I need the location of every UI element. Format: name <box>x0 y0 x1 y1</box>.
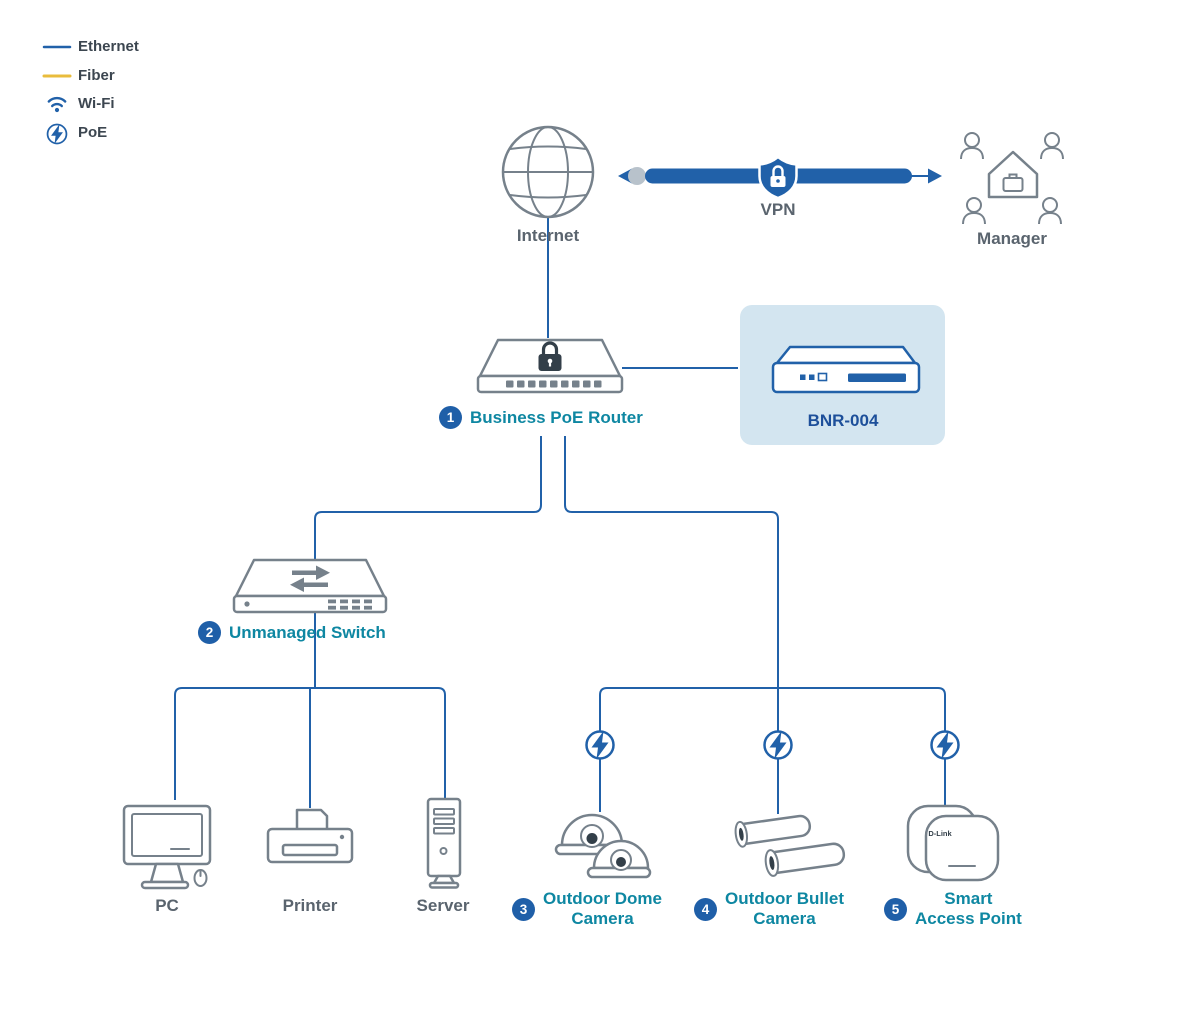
access-point-step-badge: 5 <box>884 897 907 921</box>
router-lock-icon <box>538 341 562 371</box>
printer-label: Printer <box>282 896 338 915</box>
legend-fiber-label: Fiber <box>78 67 115 84</box>
router-label-row: 1 Business PoE Router <box>439 406 643 429</box>
pc-icon <box>122 804 212 890</box>
dome-camera-label-row: 3 Outdoor Dome Camera <box>512 889 662 929</box>
poe-icon <box>930 730 960 760</box>
access-point-brand-label: D-Link <box>928 829 952 838</box>
bullet-camera-step-badge: 4 <box>694 897 717 921</box>
access-point-label-line1: Smart <box>944 889 993 908</box>
bnr-device-icon <box>771 345 921 394</box>
bnr-product-label: BNR-004 <box>807 411 879 430</box>
router-label: Business PoE Router <box>470 407 643 427</box>
poe-legend-icon <box>46 123 68 145</box>
bullet-camera-label-row: 4 Outdoor Bullet Camera <box>694 889 844 929</box>
access-point-icon: D-Link <box>906 804 1000 882</box>
internet-globe-icon <box>501 125 595 219</box>
internet-label: Internet <box>516 226 580 245</box>
router-step-badge: 1 <box>439 406 462 429</box>
poe-icon <box>585 730 615 760</box>
manager-person-icon <box>960 132 984 160</box>
dome-camera-step-badge: 3 <box>512 897 535 921</box>
poe-icon <box>763 730 793 760</box>
vpn-shield-lock-icon <box>758 155 798 200</box>
manager-person-icon <box>1040 132 1064 160</box>
dome-camera-label-line2: Camera <box>571 909 634 928</box>
switch-label: Unmanaged Switch <box>229 622 386 642</box>
vpn-label: VPN <box>760 200 796 219</box>
printer-icon <box>266 808 354 864</box>
bullet-camera-icon <box>734 814 846 877</box>
manager-person-icon <box>962 197 986 225</box>
switch-step-badge: 2 <box>198 621 221 644</box>
bullet-camera-label-line2: Camera <box>753 909 816 928</box>
poe-router-icon <box>476 338 624 394</box>
server-icon <box>426 797 462 889</box>
manager-icon <box>960 132 1064 225</box>
legend-ethernet-label: Ethernet <box>78 38 139 55</box>
legend-wifi-label: Wi-Fi <box>78 95 115 112</box>
dome-camera-label-line1: Outdoor Dome <box>543 889 662 908</box>
unmanaged-switch-icon <box>232 558 388 614</box>
manager-person-icon <box>1038 197 1062 225</box>
legend-poe-label: PoE <box>78 124 108 141</box>
wifi-icon <box>47 96 67 113</box>
access-point-label-row: 5 Smart Access Point <box>884 889 1022 929</box>
switch-label-row: 2 Unmanaged Switch <box>198 621 386 644</box>
dome-camera-icon <box>554 813 652 879</box>
access-point-label-line2: Access Point <box>915 909 1022 928</box>
bullet-camera-label-line1: Outdoor Bullet <box>725 889 844 908</box>
manager-label: Manager <box>977 229 1047 248</box>
ethernet-lines <box>174 218 946 814</box>
server-label: Server <box>416 896 470 915</box>
pc-label: PC <box>155 896 179 915</box>
vpn-link-icon <box>618 155 942 200</box>
